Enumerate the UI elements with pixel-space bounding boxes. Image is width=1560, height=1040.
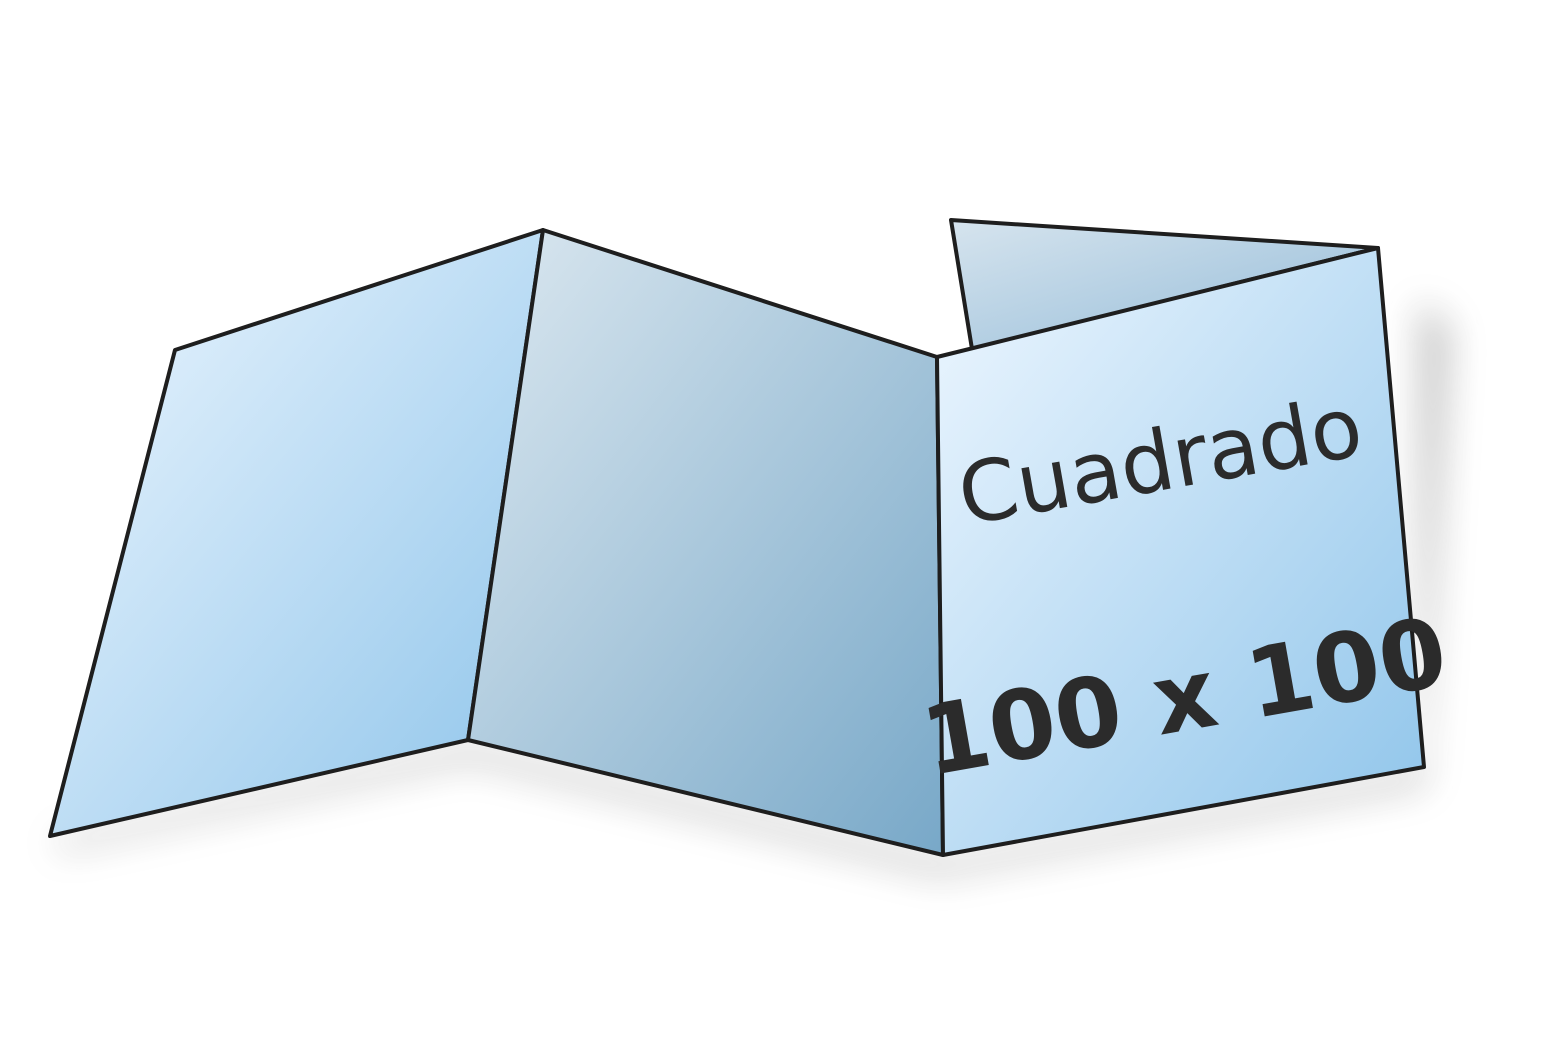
leaflet-panel-left xyxy=(48,228,545,838)
leaflet-panel-middle xyxy=(466,228,945,857)
leaflet-shadow xyxy=(55,300,1450,875)
leaflet-panel-right xyxy=(935,246,1426,857)
